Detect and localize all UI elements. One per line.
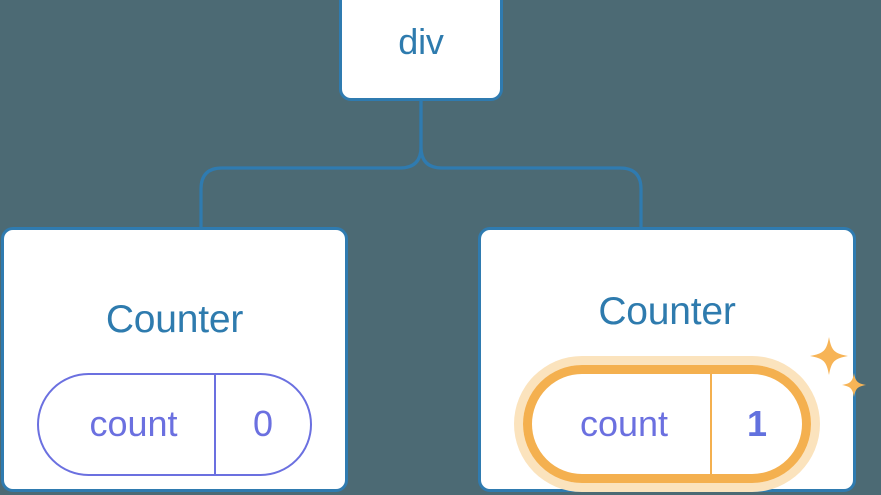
connector-to-right-child bbox=[419, 98, 643, 229]
node-counter-left[interactable]: Counter count 0 bbox=[1, 227, 348, 492]
sparkle-large-icon bbox=[810, 337, 848, 375]
state-pill-count-right[interactable]: count 1 bbox=[523, 365, 811, 483]
state-key-left: count bbox=[89, 403, 178, 444]
state-key-right: count bbox=[579, 403, 669, 444]
connector-to-left-child bbox=[199, 98, 423, 229]
node-div[interactable]: div bbox=[339, 0, 503, 101]
state-pill-wrap-left: count 0 bbox=[37, 372, 312, 476]
node-counter-right[interactable]: Counter count 1 bbox=[478, 227, 866, 492]
state-value-right: 1 bbox=[710, 374, 802, 474]
node-counter-left-title: Counter bbox=[105, 297, 244, 341]
state-pill-wrap-right: count 1 bbox=[523, 337, 866, 483]
node-counter-right-title: Counter bbox=[598, 290, 736, 333]
state-value-left: 0 bbox=[214, 374, 310, 474]
node-div-label: div bbox=[398, 20, 444, 62]
state-pill-count-left[interactable]: count 0 bbox=[37, 372, 312, 476]
